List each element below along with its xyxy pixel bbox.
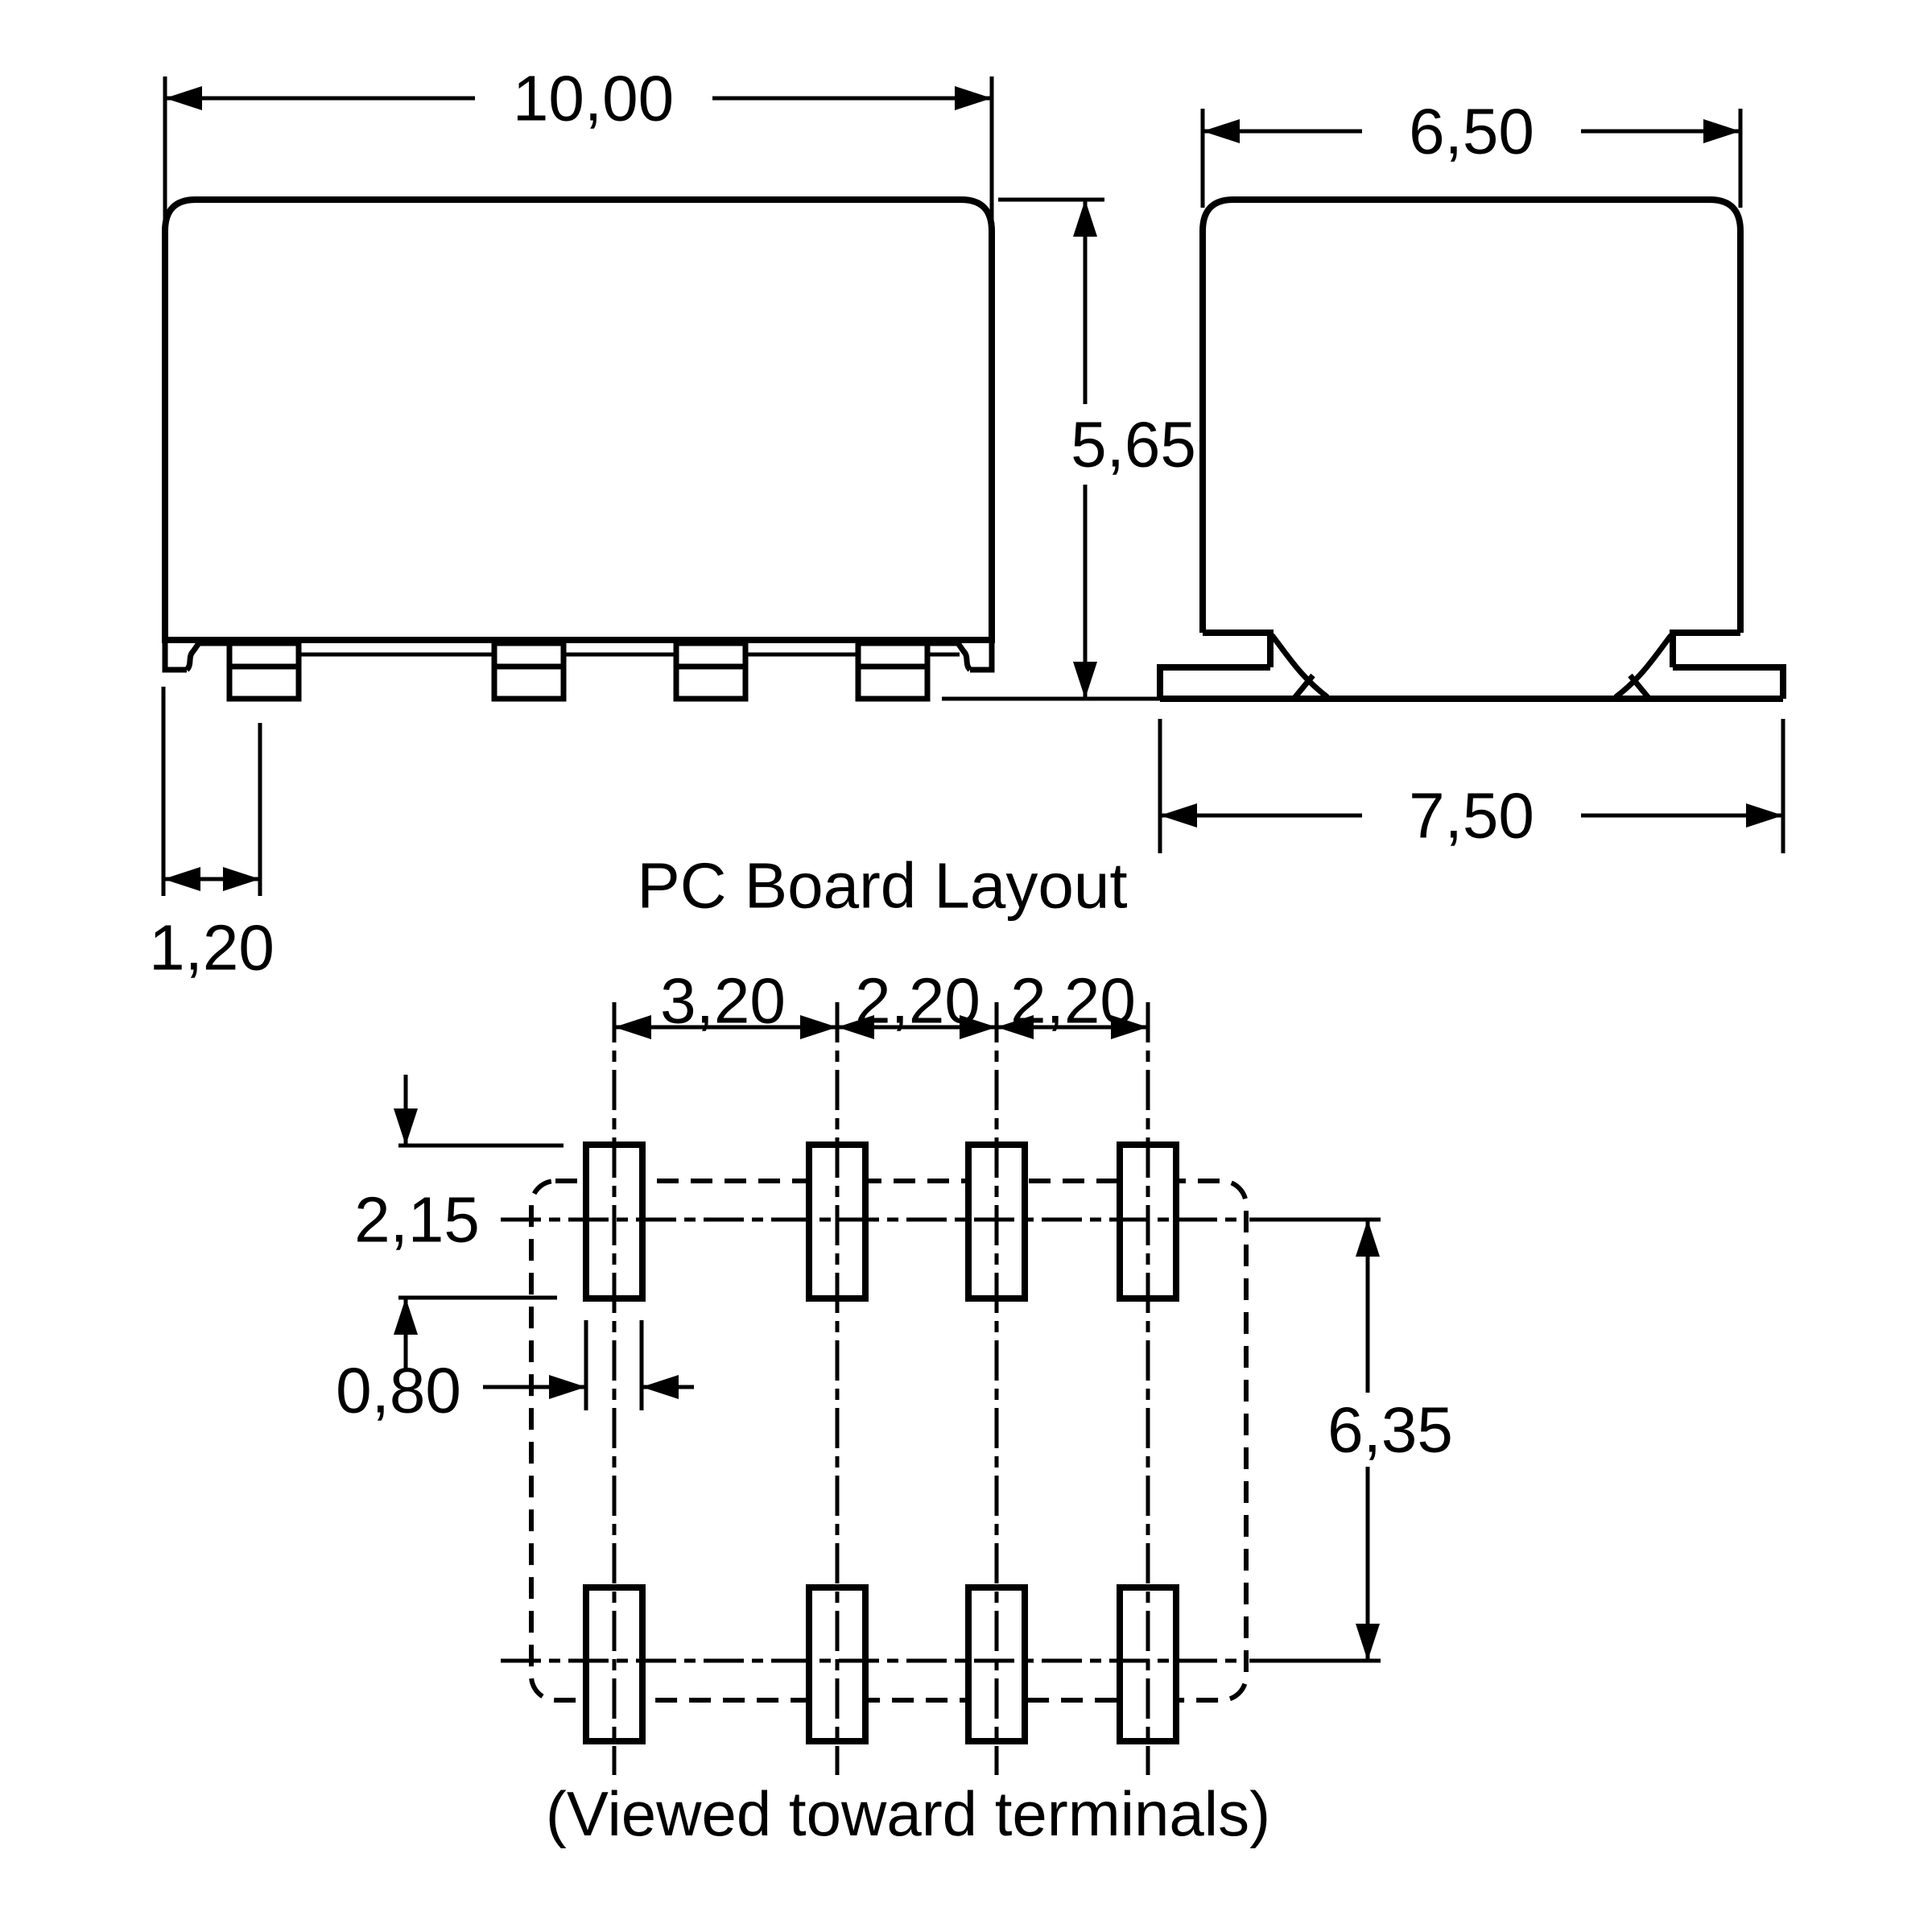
arrow-right-icon (1111, 1015, 1148, 1039)
arrow-right-icon (800, 1015, 837, 1039)
pcb-pitch-dimension (614, 1015, 1148, 1039)
pcb-pitch-label-1: 3,20 (660, 965, 786, 1037)
side-left-foot (1157, 664, 1270, 699)
front-width-dimension: 10,00 (163, 63, 994, 233)
side-width-dimension: 6,50 (1200, 96, 1743, 208)
front-terminal-1 (226, 640, 302, 702)
arrow-right-icon (955, 86, 992, 110)
pcb-pad-height-dimension: 2,15 (354, 1075, 564, 1368)
arrow-down-icon (1356, 1624, 1380, 1661)
front-terminal-offset-label: 1,20 (149, 912, 275, 984)
front-body-outline (162, 196, 995, 643)
arrow-left-icon (165, 86, 202, 110)
arrow-down-icon (394, 1108, 418, 1146)
arrow-left-icon (163, 867, 200, 891)
pcb-row-centerlines (501, 1217, 1381, 1663)
arrow-right-icon (223, 867, 260, 891)
arrow-right-icon (1703, 119, 1740, 143)
side-right-step (1670, 630, 1740, 667)
front-height-dimension: 5,65 (942, 197, 1196, 701)
arrow-left-icon (837, 1015, 874, 1039)
arrow-left-icon (642, 1375, 679, 1399)
front-terminal-4 (855, 640, 931, 702)
side-view: 6,50 7,50 (1157, 96, 1786, 853)
pcb-pitch-label-2: 2,20 (855, 965, 980, 1037)
pcb-pad-height-label: 2,15 (354, 1184, 480, 1256)
arrow-up-icon (1356, 1220, 1380, 1257)
side-right-foot (1673, 664, 1786, 699)
front-right-notch (956, 640, 995, 673)
front-terminal-3 (673, 640, 749, 702)
pcb-layout-title: PC Board Layout (637, 850, 1127, 922)
arrow-right-icon (960, 1015, 997, 1039)
arrow-up-icon (1073, 200, 1097, 237)
pcb-row-spacing-label: 6,35 (1327, 1394, 1453, 1466)
front-view: 10,00 5,65 1,20 (149, 63, 1196, 984)
pcb-pad-width-label: 0,80 (336, 1355, 461, 1426)
front-height-label: 5,65 (1071, 409, 1196, 481)
pcb-layout: PC Board Layout 3,20 2,20 2,20 (336, 850, 1453, 1850)
side-left-step (1203, 630, 1274, 667)
side-foot-span-dimension: 7,50 (1158, 719, 1785, 853)
front-rim-line (199, 642, 960, 657)
pcb-layout-caption: (Viewed toward terminals) (546, 1778, 1270, 1849)
arrow-left-icon (997, 1015, 1034, 1039)
arrow-left-icon (614, 1015, 651, 1039)
pcb-pad-r2c3 (965, 1584, 1028, 1744)
arrow-right-icon (1746, 803, 1783, 828)
pcb-pad-width-dimension: 0,80 (336, 1320, 694, 1426)
side-width-label: 6,50 (1409, 96, 1534, 167)
pcb-pads-row-2 (583, 1584, 1179, 1744)
arrow-left-icon (1160, 803, 1197, 828)
front-left-notch (162, 640, 201, 673)
pcb-column-centerlines (612, 1002, 1150, 1775)
arrow-left-icon (1203, 119, 1240, 143)
side-right-lead-diagonal (1613, 633, 1674, 700)
front-terminal-2 (491, 640, 567, 702)
front-terminal-offset-dimension: 1,20 (149, 687, 275, 984)
side-foot-span-label: 7,50 (1409, 780, 1534, 852)
side-body-outline (1199, 196, 1744, 633)
arrow-up-icon (394, 1298, 418, 1335)
arrow-right-icon (549, 1375, 586, 1399)
front-width-label: 10,00 (513, 63, 674, 134)
pcb-row-spacing-dimension: 6,35 (1327, 1220, 1453, 1661)
side-left-lead-diagonal (1269, 633, 1330, 700)
arrow-down-icon (1073, 662, 1097, 699)
front-terminals (226, 640, 931, 702)
